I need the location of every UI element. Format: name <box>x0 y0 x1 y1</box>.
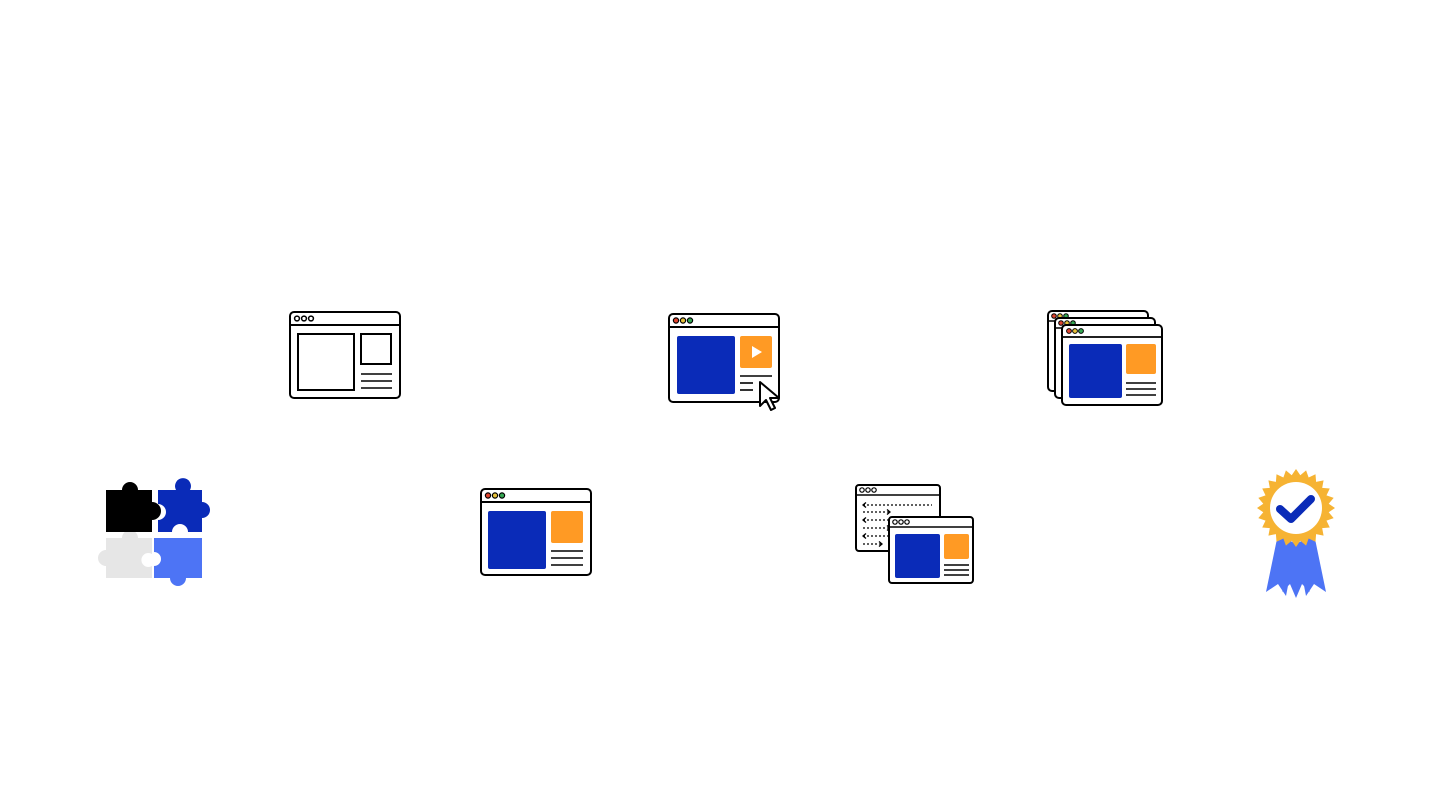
wireframe-window-icon <box>289 311 401 399</box>
video-window-cursor-icon <box>668 313 780 411</box>
puzzle-pieces-icon <box>98 478 210 586</box>
stacked-windows-icon <box>1047 310 1163 406</box>
code-transfer-windows-icon <box>855 484 974 584</box>
award-ribbon-icon <box>1257 469 1335 598</box>
colored-window-icon <box>480 488 592 576</box>
